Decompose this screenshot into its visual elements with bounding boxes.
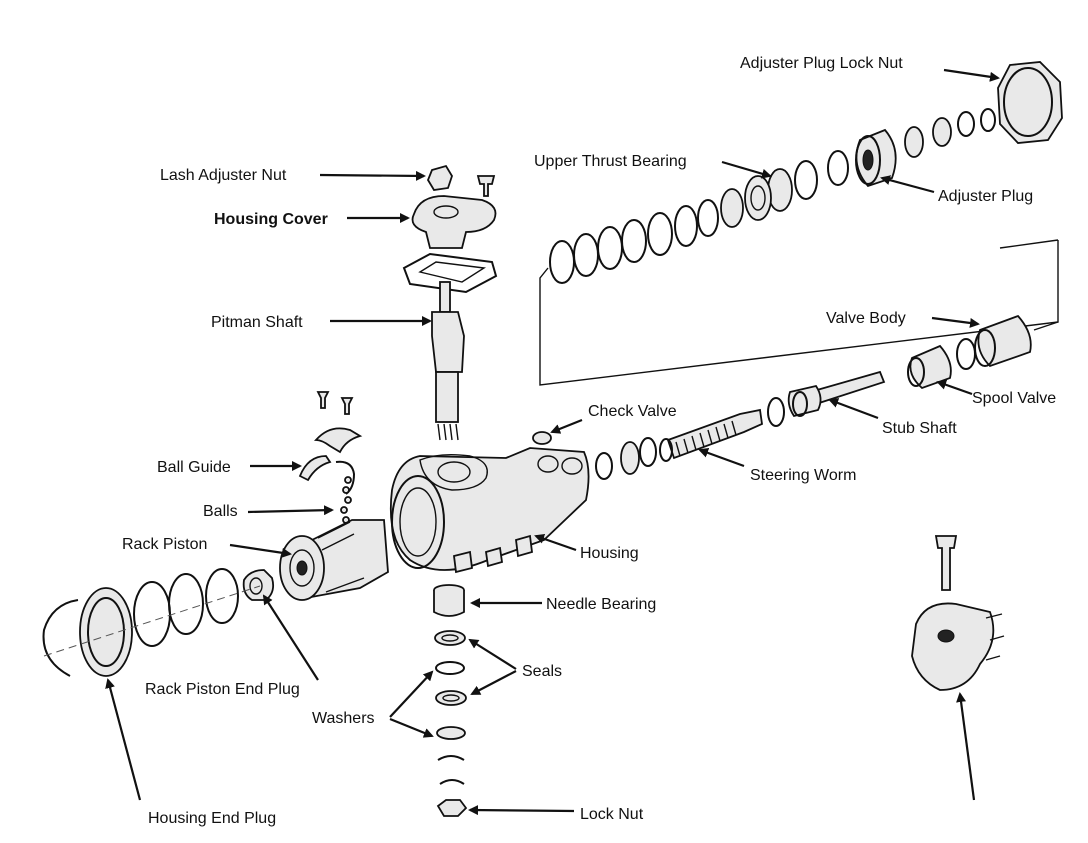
label-seals: Seals [522,663,562,680]
valve-body-part [974,314,1032,368]
piston-rings [133,568,239,647]
label-washers: Washers [312,710,375,727]
label-housing-cover: Housing Cover [214,211,328,228]
washer-2 [436,726,466,740]
pitman-shaft-part [431,281,465,441]
adjuster-plug-lock-nut-part [997,61,1063,144]
pitman-arm-assembly [911,535,1005,691]
worm-bearing-rings [595,437,657,480]
label-adjuster-plug: Adjuster Plug [938,188,1033,205]
label-pitman-shaft: Pitman Shaft [211,314,303,331]
adjuster-plug-part [855,128,897,188]
housing-part [389,447,590,574]
balls-part [340,476,352,524]
rack-piston-end-plug-part [242,569,275,601]
spool-valve-part [907,344,952,390]
ball-guide-half-a [298,455,332,482]
stub-shaft-part [787,370,886,418]
label-lash-adjuster-nut: Lash Adjuster Nut [160,167,287,184]
label-steering-worm: Steering Worm [750,467,856,484]
seal-2 [435,690,467,706]
retaining-ring-part [42,599,79,677]
label-upper-thrust-bearing: Upper Thrust Bearing [534,153,687,170]
retaining-clips [437,755,465,785]
leaders [105,68,1000,816]
seal-1 [434,630,466,646]
washer-1 [435,661,465,675]
lash-adjuster-nut-part [426,164,453,191]
cover-gasket [402,252,498,294]
label-lock-nut: Lock Nut [580,806,644,823]
rack-piston-part [279,519,389,601]
stub-shaft-ring [767,397,785,427]
check-valve-part [532,431,552,445]
label-balls: Balls [203,503,238,520]
lock-nut-part [436,799,468,817]
label-adjuster-plug-lock-nut: Adjuster Plug Lock Nut [740,55,903,72]
cover-bolt [476,175,496,197]
label-rack-piston: Rack Piston [122,536,207,553]
ball-guide-clamp [314,427,363,454]
o-ring-set [549,205,698,284]
ball-guide-half-b [335,460,356,495]
label-housing-end-plug: Housing End Plug [148,810,276,827]
label-rack-piston-end-plug: Rack Piston End Plug [145,681,300,698]
needle-bearing-part [433,584,465,617]
labels: Adjuster Plug Lock Nut Upper Thrust Bear… [122,55,1056,827]
label-needle-bearing: Needle Bearing [546,596,656,613]
label-housing: Housing [580,545,639,562]
label-valve-body: Valve Body [826,310,906,327]
housing-end-plug-part [79,587,133,677]
upper-ring-set [697,150,849,237]
valve-seal-ring [956,338,976,370]
label-spool-valve: Spool Valve [972,390,1056,407]
label-check-valve: Check Valve [588,403,677,420]
ball-guide-screws [316,391,354,415]
label-stub-shaft: Stub Shaft [882,420,957,437]
housing-cover-part [411,195,497,249]
steering-worm-part [659,408,763,462]
adjuster-plug-washers [904,108,996,158]
label-ball-guide: Ball Guide [157,459,231,476]
